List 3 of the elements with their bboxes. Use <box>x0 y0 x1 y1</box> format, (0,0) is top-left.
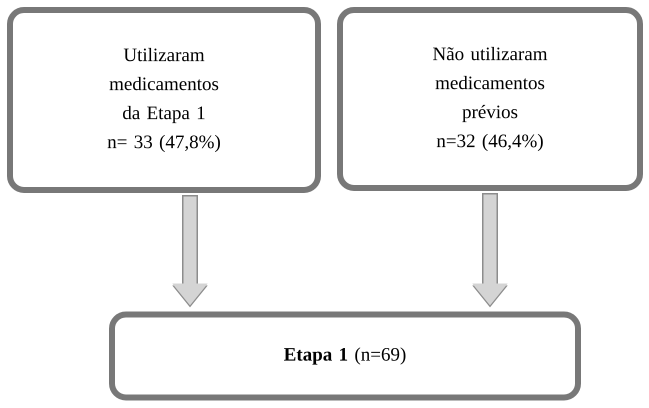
rounded-box: Etapa 1 (n=69) <box>109 312 581 400</box>
rounded-box: Utilizaram medicamentos da Etapa 1 n= 33 (47,8%) <box>7 7 321 193</box>
rounded-box: Não utilizaram medicamentos prévios n=32 (46,4%) <box>337 7 643 191</box>
